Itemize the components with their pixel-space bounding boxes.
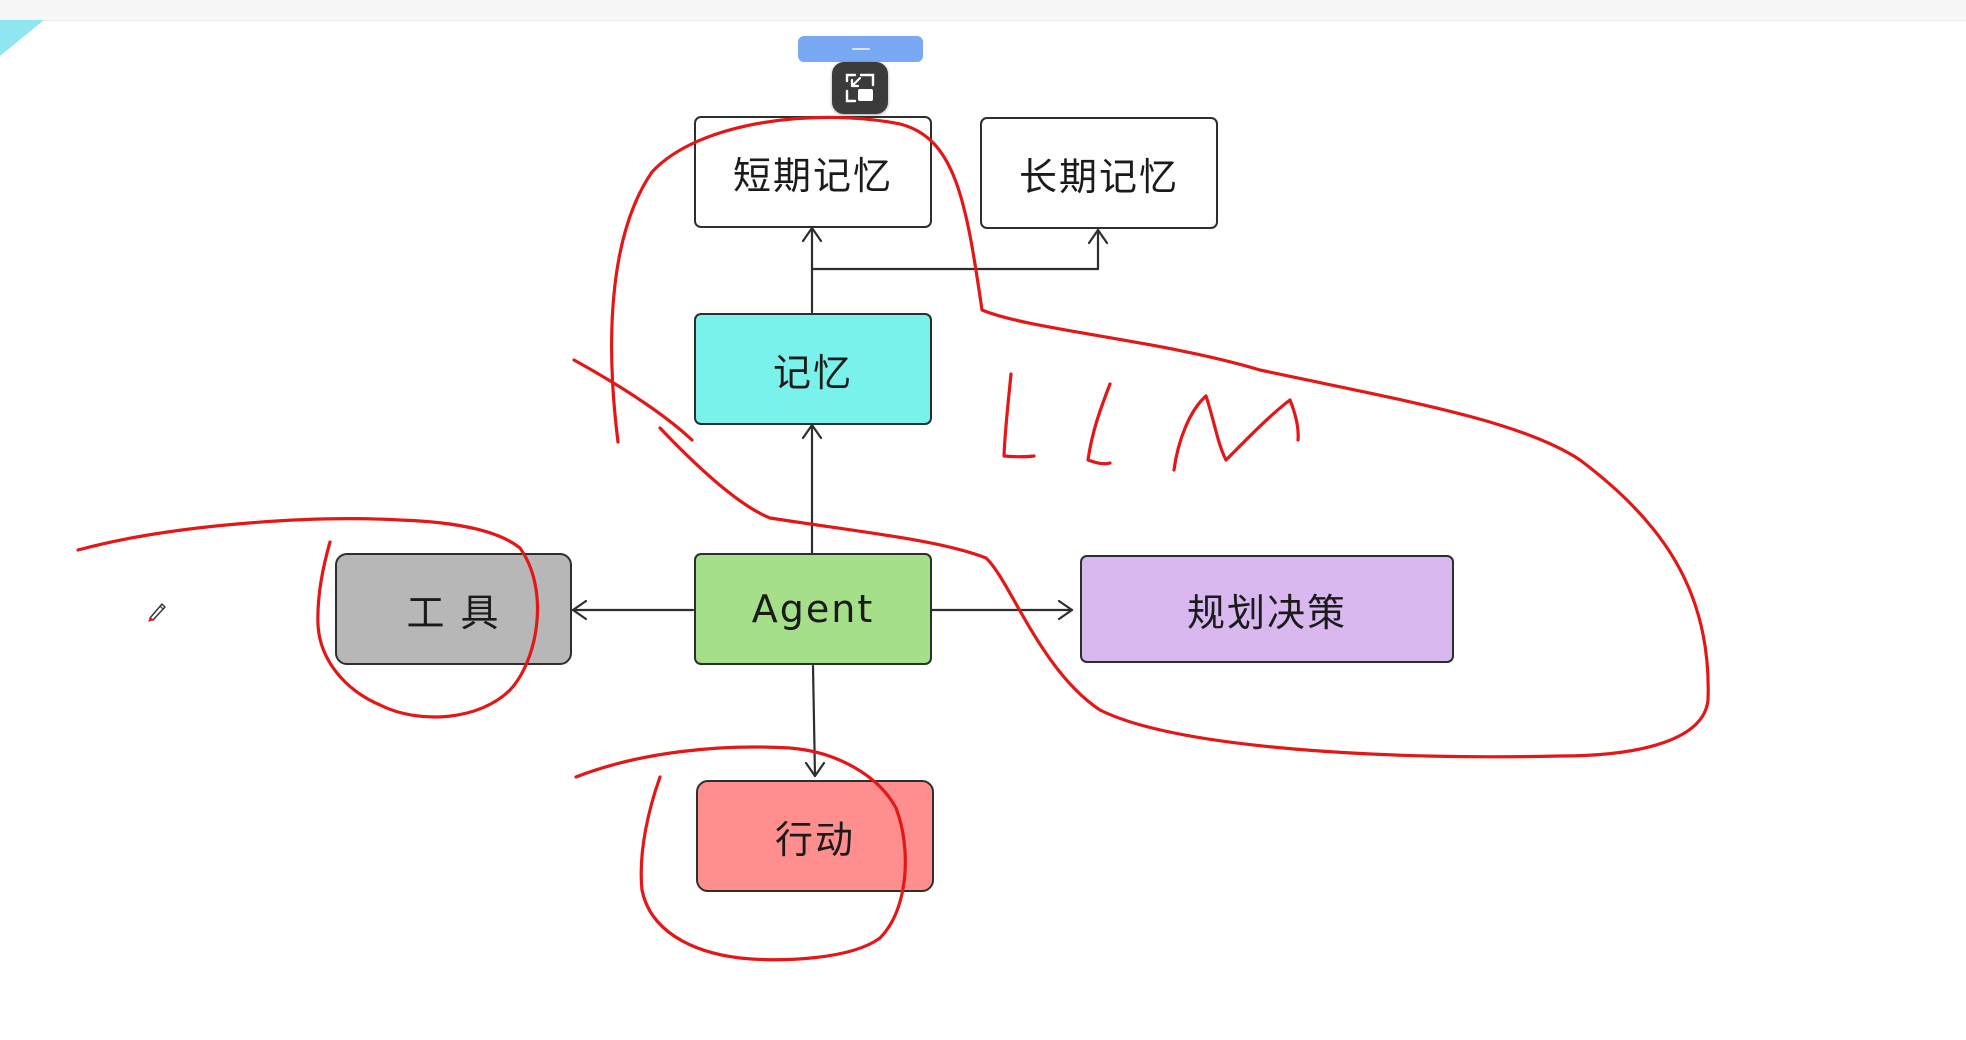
connector-agent-action <box>811 664 817 778</box>
node-label: 短期记忆 <box>732 153 893 198</box>
grip-icon <box>852 48 870 50</box>
node-agent[interactable]: Agent <box>694 553 932 665</box>
restore-window-icon <box>845 73 875 103</box>
node-label: Agent <box>751 587 875 631</box>
corner-tab[interactable] <box>0 20 44 56</box>
drag-handle[interactable] <box>798 36 923 62</box>
node-memory[interactable]: 记忆 <box>694 313 932 425</box>
node-action[interactable]: 行动 <box>696 780 934 892</box>
node-label: 长期记忆 <box>1018 154 1179 199</box>
pen-cursor-icon <box>148 603 166 622</box>
node-label: 工 具 <box>406 590 501 635</box>
node-planning[interactable]: 规划决策 <box>1080 555 1454 663</box>
node-label: 记忆 <box>772 350 853 395</box>
connector-memory-long-term <box>810 228 1100 271</box>
node-long-term-memory[interactable]: 长期记忆 <box>980 117 1218 229</box>
node-label: 规划决策 <box>1186 590 1347 635</box>
node-tool[interactable]: 工 具 <box>335 553 572 665</box>
node-label: 行动 <box>774 817 855 862</box>
arrowhead-tool <box>571 599 588 621</box>
node-short-term-memory[interactable]: 短期记忆 <box>694 116 932 228</box>
restore-button[interactable] <box>832 62 888 114</box>
top-bar <box>0 0 1966 21</box>
